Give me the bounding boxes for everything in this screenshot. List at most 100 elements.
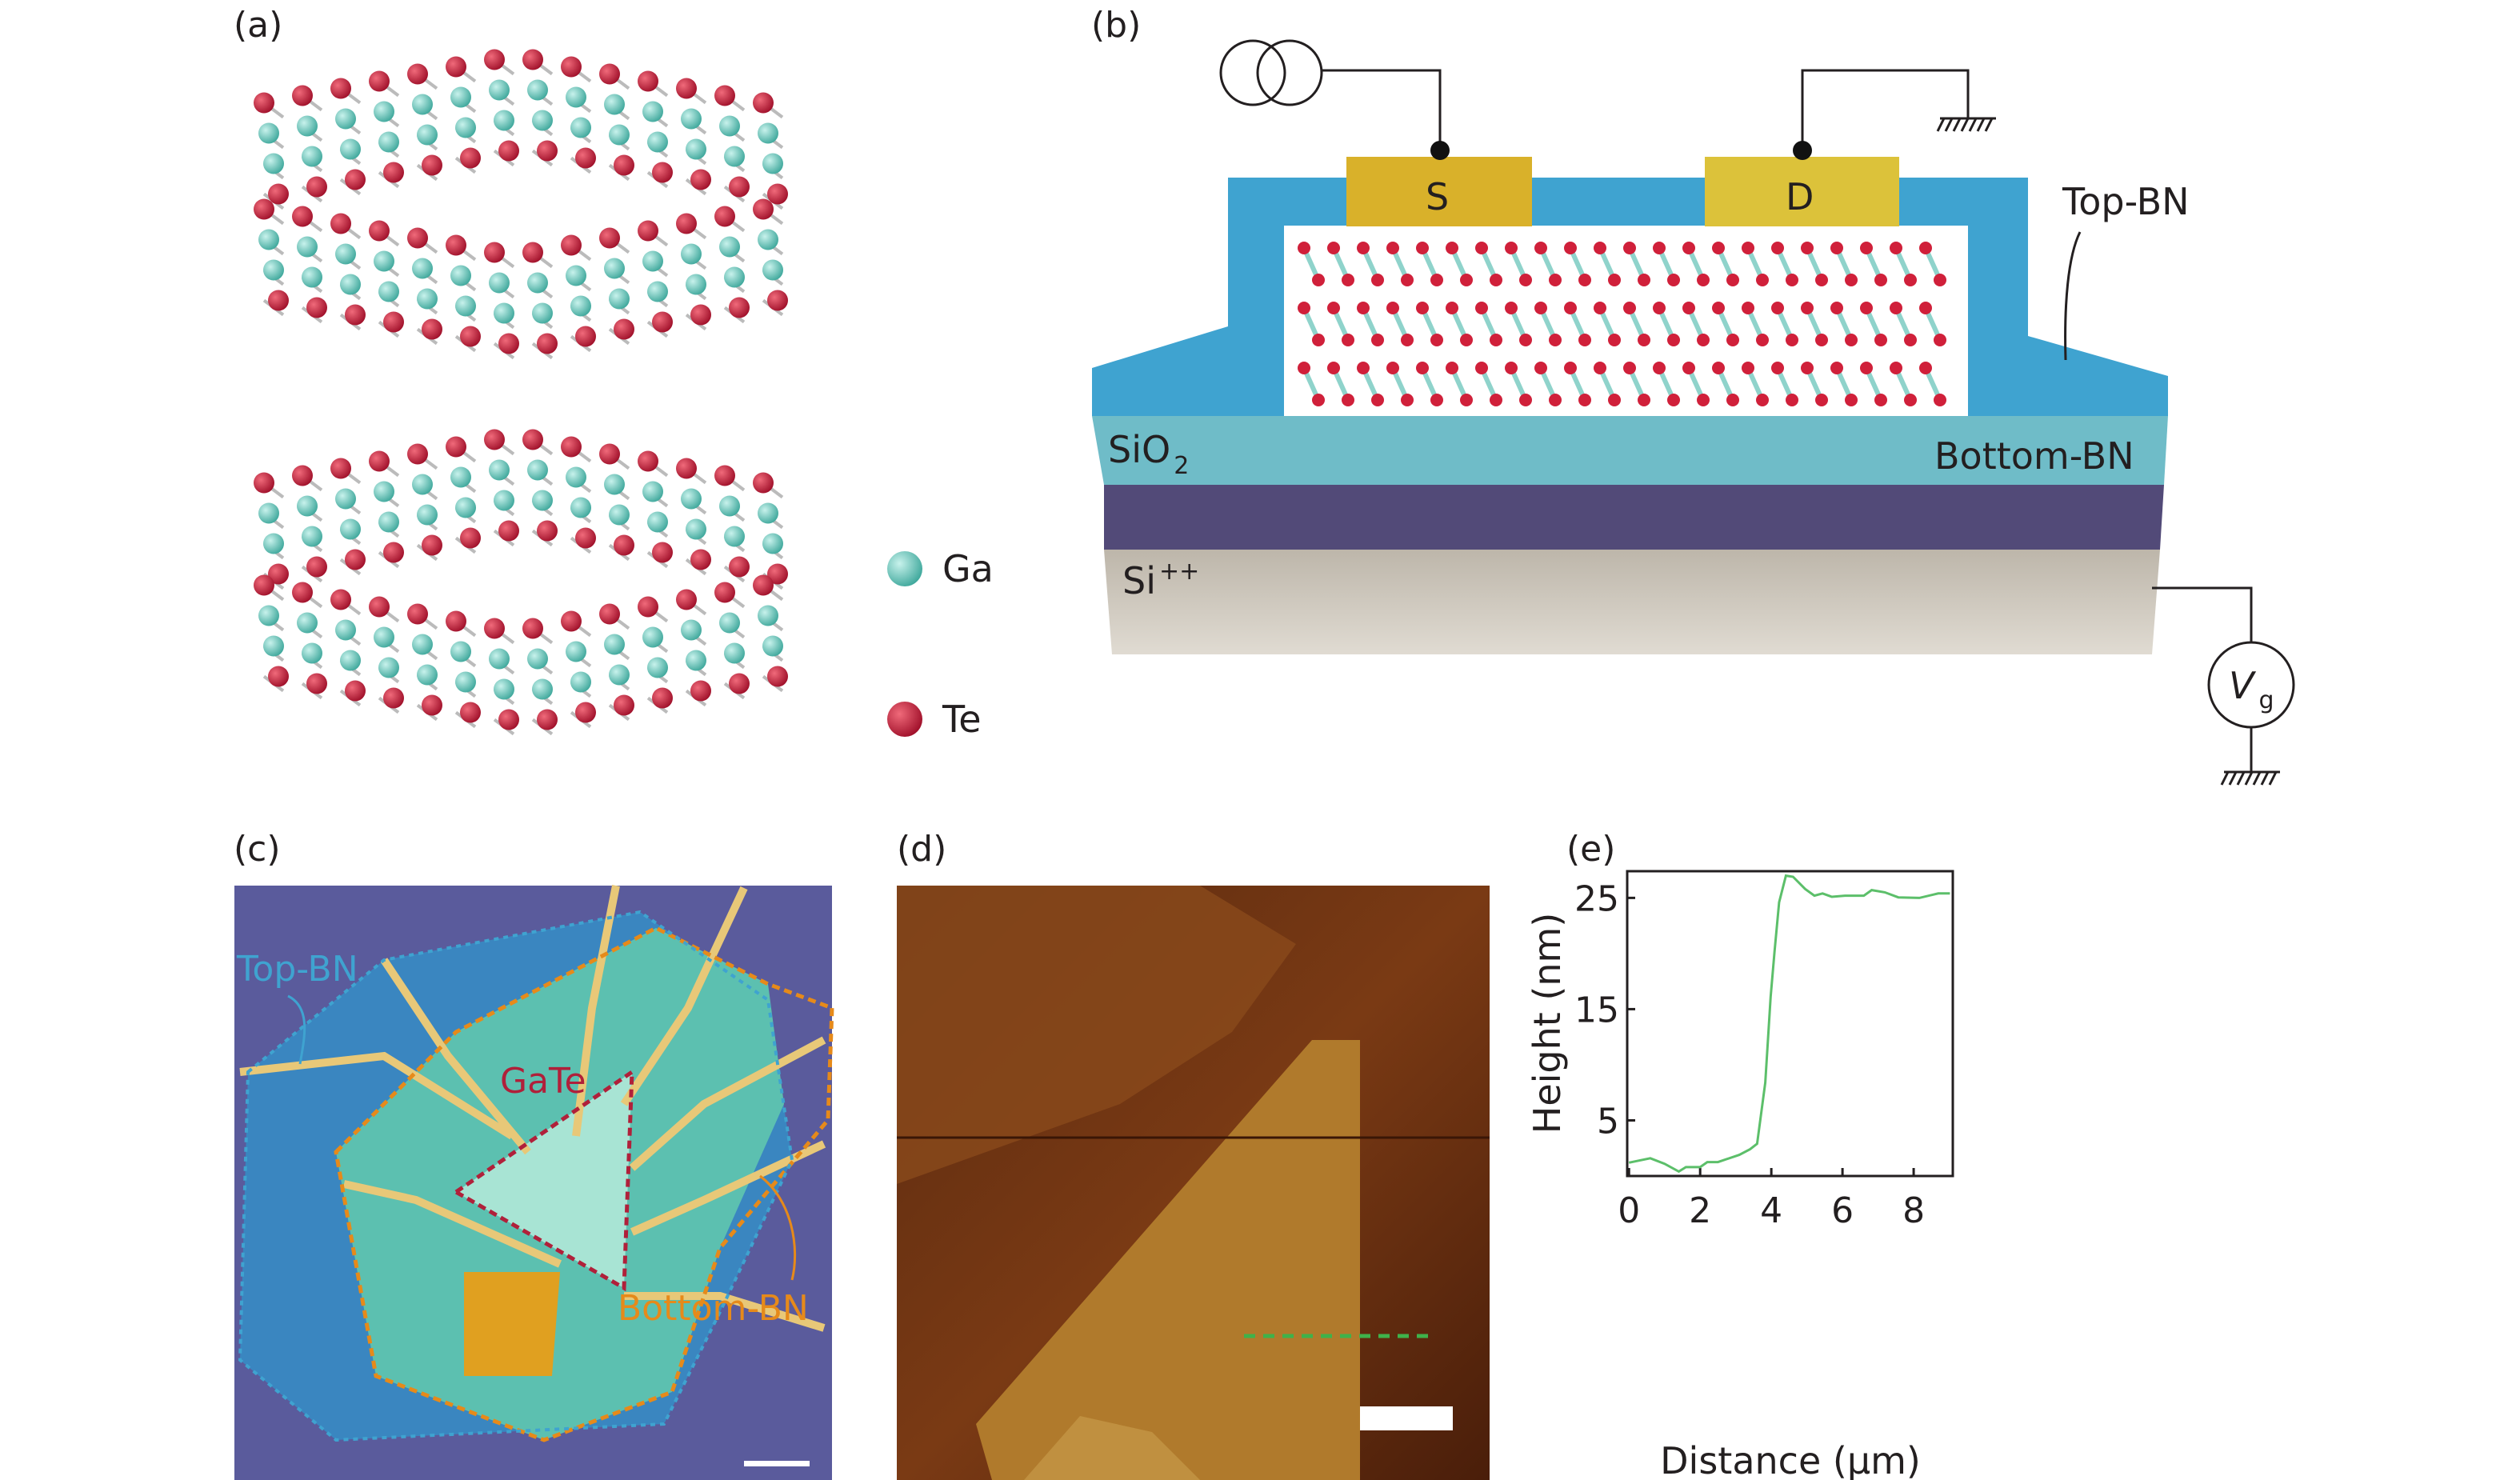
scale-bar	[744, 1461, 810, 1466]
te-atom	[729, 556, 750, 578]
te-atom	[522, 429, 543, 450]
te-atom	[306, 297, 327, 318]
te-atom	[383, 542, 404, 563]
ga-atom	[302, 146, 322, 167]
ga-atom	[494, 302, 514, 324]
te-atom	[254, 198, 274, 220]
te-atom	[330, 458, 351, 479]
ga-atom	[609, 288, 630, 310]
ga-atom	[681, 619, 702, 641]
te-atom	[575, 702, 596, 723]
te-atom	[446, 610, 466, 632]
ga-atom	[686, 274, 706, 295]
ga-atom	[570, 497, 591, 518]
ga-atom	[302, 266, 322, 288]
te-atom	[407, 63, 428, 85]
ga-legend-label: Ga	[942, 547, 994, 590]
te-atom	[268, 290, 289, 311]
source-probe-dot	[1430, 141, 1450, 160]
te-legend-label: Te	[942, 698, 982, 741]
ga-atom	[378, 131, 399, 153]
ga-atom	[532, 490, 553, 511]
source-contact	[1346, 157, 1532, 226]
te-atom	[614, 534, 634, 556]
ga-atom	[417, 664, 438, 686]
ga-atom	[302, 642, 322, 664]
panel-a-label: (a)	[234, 5, 282, 46]
ga-atom	[609, 504, 630, 526]
gate-flake	[976, 1040, 1360, 1480]
te-atom	[254, 472, 274, 494]
te-atom	[498, 709, 519, 730]
ground-hatch	[1936, 118, 2278, 786]
ga-atom	[604, 474, 625, 495]
te-atom	[561, 234, 582, 256]
ga-atom	[681, 243, 702, 265]
x-axis-label: Distance (μm)	[1660, 1439, 1921, 1480]
te-atom	[652, 162, 673, 183]
plot-frame	[1626, 870, 1954, 1178]
drain-contact	[1705, 157, 1899, 226]
te-atom	[498, 520, 519, 542]
te-atom	[638, 70, 658, 92]
te-atom	[306, 556, 327, 578]
te-atom	[767, 290, 788, 311]
te-atom	[599, 443, 620, 465]
ga-atom	[724, 642, 745, 664]
te-atom	[383, 687, 404, 709]
te-atom	[652, 311, 673, 333]
te-atom	[690, 680, 711, 702]
x-tick-label: 8	[1902, 1190, 1925, 1231]
bottom-bn-label: Bottom-BN	[1934, 434, 2134, 478]
te-atom	[383, 162, 404, 183]
panel-e-label: (e)	[1566, 829, 1615, 870]
te-atom	[676, 589, 697, 610]
ga-atom	[340, 138, 361, 160]
ga-atom	[335, 108, 356, 130]
te-atom	[292, 582, 313, 603]
ga-atom	[258, 502, 279, 524]
gate-outline	[452, 1068, 634, 1292]
ga-atom	[527, 272, 548, 294]
ga-atom	[724, 526, 745, 547]
ga-atom	[340, 274, 361, 295]
te-atom	[369, 220, 390, 242]
ga-atom	[412, 94, 433, 115]
ga-atom	[263, 533, 284, 554]
te-atom	[460, 326, 481, 347]
ga-atom	[647, 657, 668, 678]
ga-atom	[686, 138, 706, 160]
ga-atom	[297, 236, 318, 258]
afm-image	[897, 886, 1490, 1480]
te-atom	[254, 92, 274, 114]
drain-probe-dot	[1793, 141, 1812, 160]
ga-atom	[335, 619, 356, 641]
ga-atom	[758, 229, 778, 250]
ga-atom	[758, 502, 778, 524]
te-atom	[599, 603, 620, 625]
ga-atom	[527, 648, 548, 670]
ga-atom	[494, 110, 514, 131]
ga-atom	[450, 466, 471, 488]
ga-atom	[263, 635, 284, 657]
te-atom	[498, 333, 519, 354]
te-atom	[330, 213, 351, 234]
ga-atom	[489, 272, 510, 294]
top-bn-annotation: Top-BN	[236, 949, 358, 990]
te-atom	[345, 304, 366, 326]
top-bn-pointer	[2064, 231, 2082, 361]
te-atom	[753, 92, 774, 114]
te-atom	[537, 709, 558, 730]
te-atom	[753, 574, 774, 596]
ga-atom	[258, 229, 279, 250]
te-atom	[599, 227, 620, 249]
te-atom	[407, 603, 428, 625]
ga-atom	[570, 671, 591, 693]
ga-atom	[455, 117, 476, 138]
te-atom	[330, 78, 351, 99]
ga-atom	[642, 101, 663, 122]
ga-atom	[604, 258, 625, 279]
